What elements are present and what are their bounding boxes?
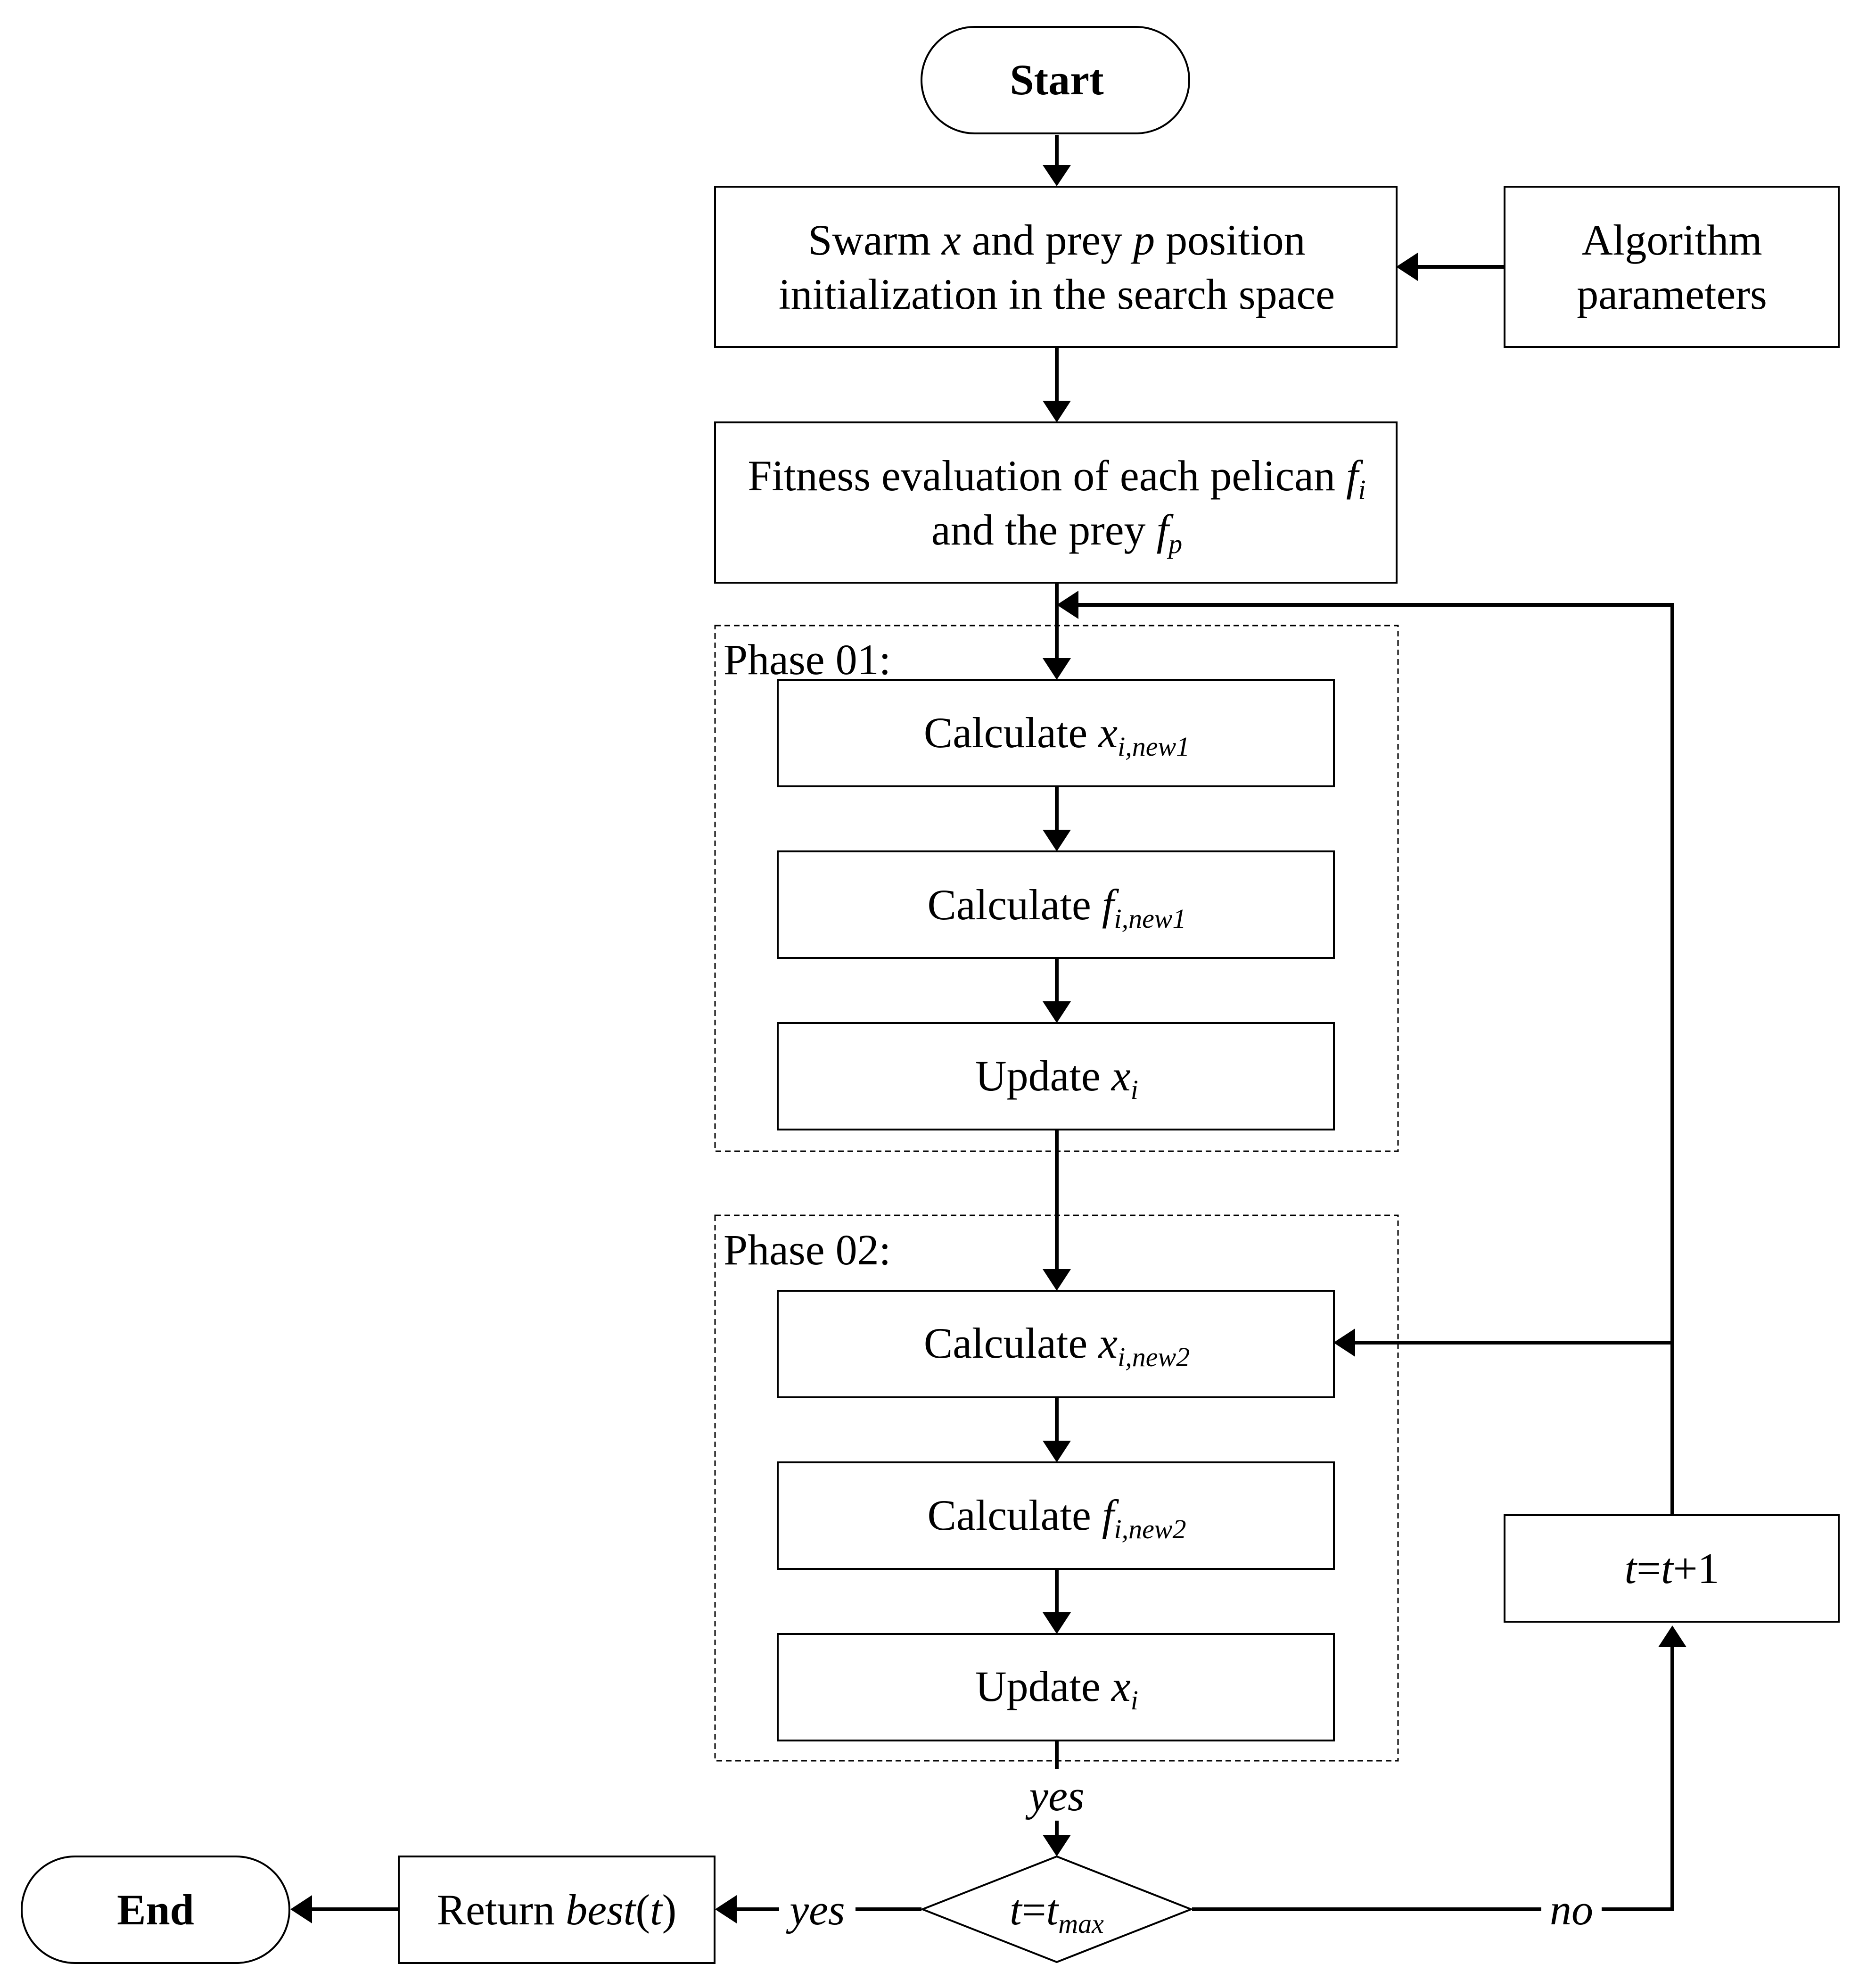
p2-calculate-x-node: Calculate xi,new2 (777, 1290, 1335, 1398)
parameters-node: Algorithm parameters (1504, 186, 1840, 348)
fitness-node: Fitness evaluation of each pelican fi an… (714, 421, 1398, 584)
arrowhead (1043, 165, 1071, 186)
p2-calculate-x-label: Calculate xi,new2 (924, 1319, 1190, 1372)
parameters-line1: Algorithm (1581, 216, 1762, 264)
decision-label: t=tmax (1010, 1886, 1104, 1939)
arrowhead (1043, 401, 1071, 422)
init-node: Swarm x and prey p position initializati… (714, 186, 1398, 348)
parameters-line2: parameters (1577, 270, 1767, 318)
arrowhead (1043, 1612, 1071, 1634)
arrowhead (1333, 1328, 1355, 1357)
init-line2: initialization in the search space (779, 270, 1335, 318)
phase-02-label: Phase 02: (724, 1226, 891, 1274)
arrowhead (1043, 830, 1071, 851)
arrowhead (290, 1895, 312, 1923)
arrowhead (1043, 1441, 1071, 1462)
p2-update-label: Update xi (975, 1662, 1138, 1716)
arrowhead (1043, 658, 1071, 680)
arrowhead (1043, 1269, 1071, 1291)
arrowhead (715, 1895, 737, 1923)
end-node: End (21, 1856, 290, 1964)
arrowhead (1043, 1835, 1071, 1856)
p2-update-node: Update xi (777, 1633, 1335, 1741)
return-node: Return best(t) (398, 1856, 716, 1964)
fitness-line2: and the prey fp (931, 506, 1182, 559)
edges (290, 135, 1686, 1923)
p1-update-node: Update xi (777, 1022, 1335, 1130)
p1-calculate-x-label: Calculate xi,new1 (924, 709, 1190, 762)
p1-calculate-f-node: Calculate fi,new1 (777, 850, 1335, 959)
p1-update-label: Update xi (975, 1052, 1138, 1105)
increment-node: t=t+1 (1504, 1514, 1840, 1623)
p2-calculate-f-node: Calculate fi,new2 (777, 1461, 1335, 1570)
return-label: Return best(t) (437, 1886, 676, 1934)
edge-label-yes-left: yes (786, 1886, 845, 1934)
arrowhead (1658, 1625, 1686, 1647)
fitness-line1: Fitness evaluation of each pelican fi (748, 452, 1365, 505)
edge-label-yes-down: yes (1025, 1772, 1084, 1820)
edge-label-no: no (1550, 1886, 1593, 1934)
p1-calculate-x-node: Calculate xi,new1 (777, 679, 1335, 787)
p1-calculate-f-label: Calculate fi,new1 (928, 881, 1186, 934)
init-line1: Swarm x and prey p position (808, 216, 1305, 264)
start-node: Start (921, 26, 1190, 134)
increment-label: t=t+1 (1625, 1544, 1719, 1592)
arrowhead (1396, 253, 1418, 281)
end-label: End (117, 1886, 194, 1934)
decision-node: t=tmax (920, 1855, 1194, 1963)
p2-calculate-f-label: Calculate fi,new2 (928, 1491, 1186, 1544)
arrowhead (1043, 1001, 1071, 1023)
arrowhead (1057, 591, 1078, 619)
phase-01-label: Phase 01: (724, 635, 891, 684)
start-label: Start (1010, 56, 1104, 104)
